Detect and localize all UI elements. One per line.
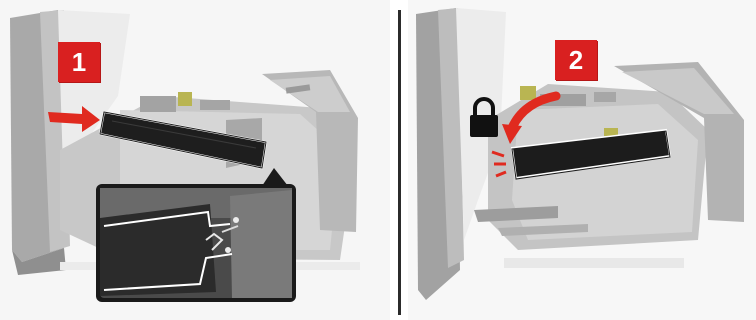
step-1-badge: 1 [58, 42, 100, 82]
step-2-badge: 2 [555, 40, 597, 80]
step-2-illustration: 2 [408, 0, 756, 320]
step-1-illustration: 1 [0, 0, 390, 320]
step-divider [398, 10, 401, 315]
detail-callout [96, 168, 296, 302]
